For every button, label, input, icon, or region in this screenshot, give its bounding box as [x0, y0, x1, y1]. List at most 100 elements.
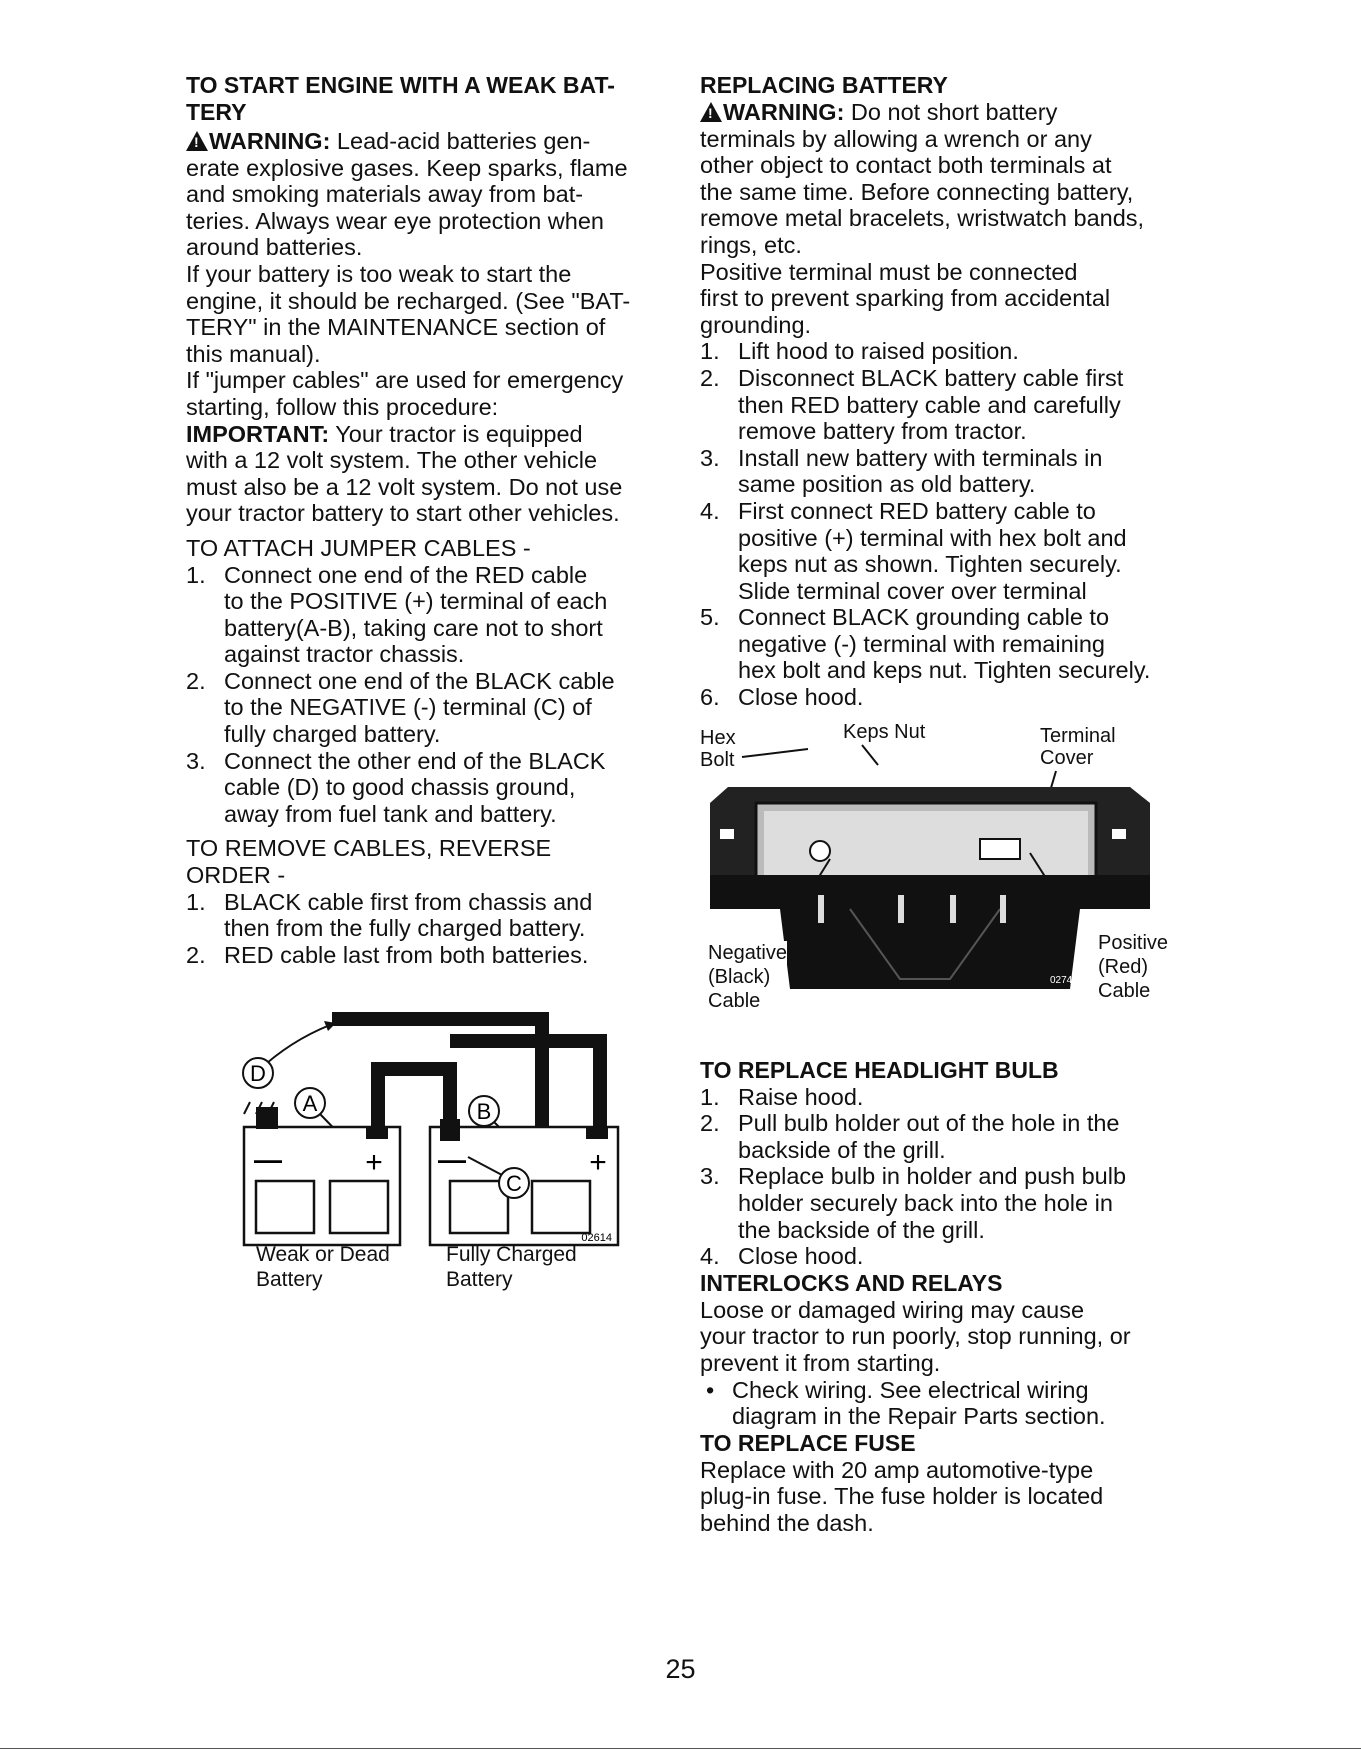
- interlocks-paragraph: Loose or damaged wiring may cause your t…: [700, 1296, 1131, 1376]
- warning-text: Do not short battery terminals by allowi…: [700, 99, 1145, 258]
- weak-minus-sign: —: [254, 1144, 282, 1175]
- list-item-number: 1.: [700, 338, 720, 365]
- fuse-paragraph: Replace with 20 amp automotive-type plug…: [700, 1456, 1104, 1536]
- list-item-text: Close hood.: [738, 1243, 864, 1270]
- list-item-text: Connect the other end of the BLACK cable…: [224, 747, 606, 827]
- replace-steps-list: 1.Lift hood to raised position.2. Disconn…: [700, 338, 1170, 710]
- list-item: 3. Replace bulb in holder and push bulb h…: [700, 1163, 1170, 1243]
- replacing-warning: WARNING: Do not short battery terminals …: [700, 99, 1170, 259]
- list-item-number: 2.: [186, 941, 206, 968]
- remove-steps-list: 1. BLACK cable first from chassis and the…: [186, 889, 676, 969]
- positive-cable-leader: [1029, 852, 1073, 920]
- headlight-steps-list: 1. Raise hood. 2. Pull bulb holder out of t…: [700, 1084, 1170, 1270]
- full-cell-right: [530, 1179, 592, 1235]
- list-item-number: 4.: [700, 497, 720, 524]
- housing-rib-4: [1000, 894, 1006, 923]
- negative-cable-label: Negative (Black) Cable: [708, 940, 787, 1013]
- terminal-cover-label: Terminal Cover: [1040, 724, 1116, 769]
- red-cable-top: [332, 1012, 549, 1127]
- weak-battery-title: TO START ENGINE WITH A WEAK BAT- TERY: [186, 72, 615, 125]
- label-d-circle: [242, 1057, 274, 1089]
- tray-slot-left: [720, 828, 734, 839]
- list-item-text: Connect one end of the BLACK cable to th…: [224, 667, 615, 748]
- label-b: B: [477, 1099, 492, 1124]
- housing-contour: [849, 908, 1001, 980]
- weak-cell-left: [254, 1179, 316, 1235]
- list-item: 5.Connect BLACK grounding cable to negat…: [700, 604, 1170, 684]
- jumper-paragraph: If "jumper cables" are used for emergenc…: [186, 367, 624, 420]
- warning-label: WARNING:: [209, 128, 331, 154]
- list-item-number: 3.: [186, 747, 206, 774]
- list-item-number: 1.: [186, 561, 206, 588]
- label-a-circle: [294, 1087, 326, 1119]
- list-item: 1.Lift hood to raised position.: [700, 338, 1170, 365]
- negative-terminal: [809, 839, 831, 862]
- list-item-number: 1.: [700, 1083, 720, 1110]
- interlocks-bullet-item: • Check wiring. See electrical wiring di…: [700, 1377, 1170, 1430]
- interlocks-title: INTERLOCKS AND RELAYS: [700, 1269, 1003, 1296]
- list-item-number: 3.: [700, 1163, 720, 1190]
- list-item-text: First connect RED battery cable to posit…: [738, 497, 1127, 604]
- label-c: C: [506, 1171, 522, 1196]
- list-item-text: Connect BLACK grounding cable to negativ…: [738, 604, 1151, 684]
- list-item-number: 4.: [700, 1243, 720, 1270]
- list-item: 2. Disconnect BLACK battery cable first t…: [700, 365, 1170, 445]
- warning-triangle-icon: [700, 102, 722, 122]
- weak-battery-warning: WARNING: Lead-acid batteries gen- erate …: [186, 128, 676, 261]
- weak-battery-caption: Weak or Dead Battery: [256, 1243, 390, 1291]
- replacing-battery-title: REPLACING BATTERY: [700, 72, 948, 98]
- weak-cell-right: [328, 1179, 390, 1235]
- bullet-icon: •: [706, 1376, 715, 1403]
- hex-bolt-leader: [741, 747, 809, 758]
- list-item-number: 3.: [700, 444, 720, 471]
- fuse-title: TO REPLACE FUSE: [700, 1429, 916, 1456]
- full-minus-sign: —: [438, 1144, 466, 1175]
- recharge-paragraph: If your battery is too weak to start the…: [186, 260, 631, 367]
- list-item-text: Disconnect BLACK battery cable first the…: [738, 364, 1124, 445]
- important-text: Your tractor is equipped with a 12 volt …: [186, 420, 623, 527]
- interlocks-bullet-text: Check wiring. See electrical wiring diag…: [732, 1376, 1106, 1430]
- pointer-c: [467, 1156, 503, 1176]
- housing-rib-2: [898, 894, 904, 923]
- list-item-text: Raise hood.: [738, 1083, 864, 1110]
- list-item-number: 2.: [186, 667, 206, 694]
- housing-rib-3: [950, 894, 956, 923]
- warning-triangle-icon: [186, 131, 208, 151]
- list-item-number: 2.: [700, 364, 720, 391]
- list-item-text: Replace bulb in holder and push bulb hol…: [738, 1163, 1127, 1243]
- list-item-number: 2.: [700, 1110, 720, 1137]
- list-item: 4. First connect RED battery cable to pos…: [700, 498, 1170, 604]
- red-cable-b: [450, 1034, 607, 1127]
- list-item: 2. Pull bulb holder out of the hole in th…: [700, 1110, 1170, 1163]
- full-pos-post: [586, 1127, 608, 1139]
- keps-nut-leader: [861, 744, 879, 766]
- list-item: 6. Close hood.: [700, 684, 1170, 711]
- housing-rib-1: [818, 894, 824, 923]
- label-a: A: [303, 1091, 318, 1116]
- list-item-number: 6.: [700, 684, 720, 711]
- list-item-text: Connect one end of the RED cable to the …: [224, 561, 608, 668]
- attach-title: TO ATTACH JUMPER CABLES -: [186, 534, 531, 561]
- jumper-cable-diagram: D A B — + — + C 02614: [242, 1012, 620, 1247]
- list-item-number: 1.: [186, 888, 206, 915]
- list-item: 3. Connect the other end of the BLACK cab…: [186, 748, 676, 828]
- important-label: IMPORTANT:: [186, 420, 330, 447]
- tray-slot-right: [1112, 828, 1126, 839]
- remove-title: TO REMOVE CABLES, REVERSE ORDER -: [186, 835, 552, 889]
- list-item: 1. Raise hood.: [700, 1084, 1170, 1111]
- list-item: 3.Install new battery with terminals in …: [700, 445, 1170, 498]
- figure-code: 02747: [1050, 975, 1078, 986]
- list-item-text: BLACK cable first from chassis and then …: [224, 888, 593, 942]
- list-item-text: Pull bulb holder out of the hole in the …: [738, 1110, 1120, 1163]
- diagram-code: 02614: [581, 1232, 612, 1244]
- list-item-text: Close hood.: [738, 684, 864, 711]
- full-cell-left: [448, 1179, 510, 1235]
- negative-cable-leader: [783, 858, 831, 934]
- attach-steps-list: 1. Connect one end of the RED cable to th…: [186, 562, 676, 828]
- full-battery-caption: Fully Charged Battery: [446, 1243, 577, 1291]
- full-neg-post: [440, 1119, 460, 1141]
- list-item: 2. Connect one end of the BLACK cable to …: [186, 668, 676, 748]
- list-item: 1. Connect one end of the RED cable to th…: [186, 562, 676, 668]
- label-d: D: [250, 1061, 266, 1086]
- weak-neg-post: [256, 1107, 278, 1129]
